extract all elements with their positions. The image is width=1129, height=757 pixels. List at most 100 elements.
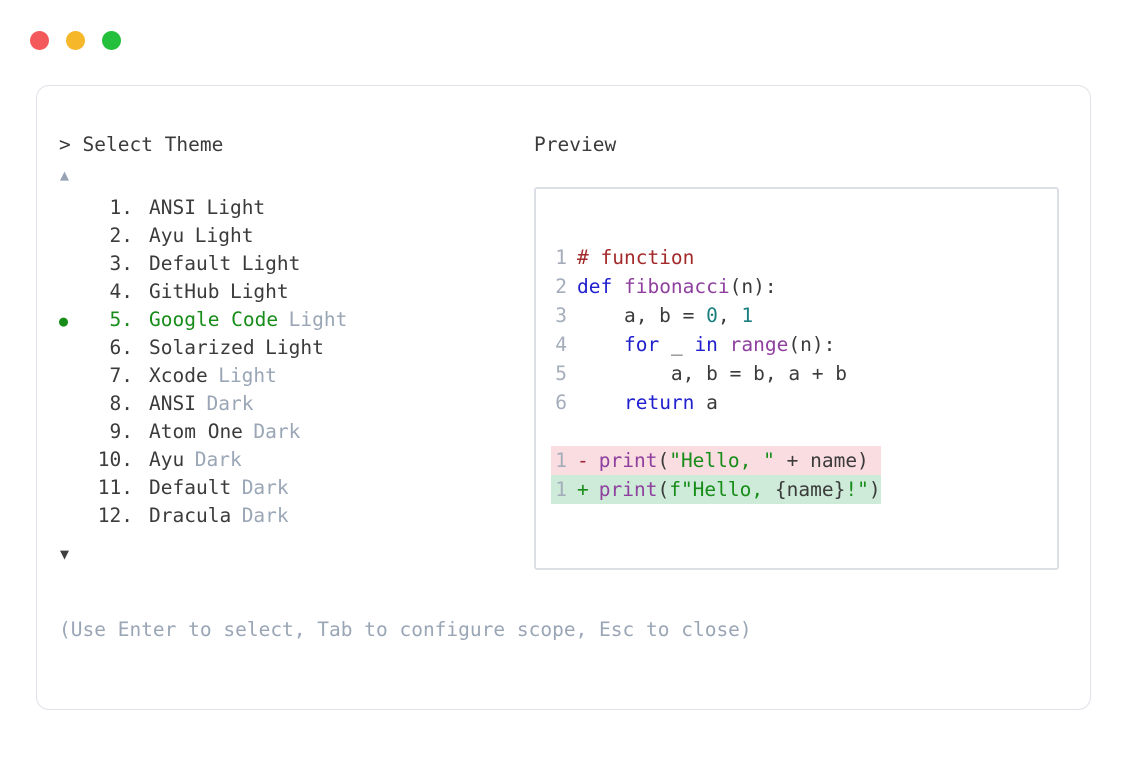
theme-item-gap: [133, 250, 149, 278]
theme-item-variant: Light: [229, 280, 289, 303]
theme-list-item[interactable]: 3. Default Light: [59, 250, 529, 278]
bullet-placeholder: [59, 419, 81, 447]
theme-item-name: Google Code: [149, 308, 279, 331]
theme-list-item[interactable]: 12. Dracula Dark: [59, 502, 529, 530]
preview-pane: Preview 1 # function 2 def fibonacci(n): 3 a…: [534, 132, 1069, 570]
diff-mark-gap: [587, 446, 599, 475]
code-token-num: 1: [741, 304, 754, 327]
bullet-placeholder: [59, 363, 81, 391]
keyboard-hint: (Use Enter to select, Tab to configure s…: [59, 618, 752, 641]
scroll-down-icon[interactable]: ▼: [60, 545, 70, 563]
theme-item-name: Default: [149, 252, 232, 275]
bullet-placeholder: [59, 475, 81, 503]
theme-item-index: 7.: [109, 364, 133, 387]
code-token-plain: [577, 330, 624, 359]
code-token-plain: a, b = b, a + b: [577, 362, 848, 385]
code-token-kw: def: [577, 275, 624, 298]
code-token-comment: # function: [577, 246, 695, 269]
theme-item-gap: [133, 502, 149, 530]
minimize-window-button[interactable]: [66, 31, 85, 50]
selected-bullet-icon: ●: [59, 312, 69, 330]
theme-item-index: 10.: [97, 448, 133, 471]
theme-item-gap: [133, 306, 149, 334]
theme-item-name: Atom One: [149, 420, 243, 443]
bullet-placeholder: [59, 335, 81, 363]
code-line: 3 a, b = 0, 1: [551, 301, 881, 330]
diff-removed-line: 1- print("Hello, " + name): [551, 446, 881, 475]
code-token-plain: _: [659, 333, 695, 356]
theme-item-index: 3.: [109, 252, 133, 275]
theme-item-variant: Light: [206, 196, 266, 219]
theme-item-name: Dracula: [149, 504, 232, 527]
code-token-fn: fibonacci: [623, 275, 730, 298]
code-token-num: 0: [706, 304, 718, 327]
code-line: 2 def fibonacci(n):: [551, 272, 881, 301]
theme-item-gap: [133, 278, 149, 306]
bullet-placeholder: [59, 251, 81, 279]
diff-minus-icon: -: [577, 449, 589, 472]
theme-item-variant: Light: [241, 252, 301, 275]
code-line: 5 a, b = b, a + b: [551, 359, 881, 388]
line-number: 6: [555, 391, 567, 414]
theme-item-variant: Dark: [194, 448, 242, 471]
theme-item-index: 11.: [97, 476, 133, 499]
code-token-kw: for: [623, 333, 660, 356]
code-token-fn: print: [598, 478, 658, 501]
prompt-symbol: >: [59, 133, 71, 156]
theme-item-name: Default: [149, 476, 232, 499]
theme-item-index: 12.: [97, 504, 133, 527]
diff-plus-icon: +: [577, 478, 589, 501]
theme-item-index: 2.: [109, 224, 133, 247]
line-number: 1: [555, 449, 567, 472]
line-number: 2: [555, 275, 567, 298]
code-token-str: "Hello, ": [669, 449, 775, 472]
theme-item-variant: Light: [194, 224, 254, 247]
scroll-up-icon[interactable]: ▲: [60, 166, 70, 184]
theme-item-gap: [133, 222, 149, 250]
code-token-plain: ): [868, 478, 881, 501]
theme-item-gap: [133, 418, 149, 446]
bullet-placeholder: [59, 391, 81, 419]
theme-list-item[interactable]: 2. Ayu Light: [59, 222, 529, 250]
preview-box: 1 # function 2 def fibonacci(n): 3 a, b = 0,…: [534, 187, 1059, 570]
theme-item-gap: [133, 194, 149, 222]
bullet-placeholder: [59, 223, 81, 251]
bullet-placeholder: [59, 279, 81, 307]
theme-item-name: Solarized: [149, 336, 255, 359]
close-window-button[interactable]: [30, 31, 49, 50]
theme-item-name: ANSI: [149, 392, 196, 415]
theme-item-gap: [133, 446, 149, 474]
theme-item-name: Ayu: [149, 224, 185, 247]
bullet-placeholder: [59, 195, 81, 223]
bullet-placeholder: [59, 447, 81, 475]
code-token-fn: print: [598, 449, 658, 472]
line-number: 1: [555, 246, 567, 269]
code-token-plain: + name): [774, 449, 869, 472]
code-line: 6 return a: [551, 388, 881, 417]
theme-item-gap: [133, 334, 149, 362]
theme-item-variant: Dark: [241, 504, 289, 527]
preview-title: Preview: [534, 133, 617, 156]
maximize-window-button[interactable]: [102, 31, 121, 50]
theme-item-index: 9.: [109, 420, 133, 443]
code-preview: 1 # function 2 def fibonacci(n): 3 a, b = 0,…: [551, 243, 881, 504]
line-number: 3: [555, 304, 567, 327]
theme-list-item[interactable]: 10. Ayu Dark: [59, 446, 529, 474]
code-line: 4 for _ in range(n):: [551, 330, 881, 359]
theme-item-name: Ayu: [149, 448, 185, 471]
code-token-str: !": [845, 478, 869, 501]
code-token-plain: (n):: [729, 275, 777, 298]
code-token-plain: a: [694, 391, 718, 414]
code-line: 1 # function: [551, 243, 881, 272]
theme-item-gap: [133, 474, 149, 502]
